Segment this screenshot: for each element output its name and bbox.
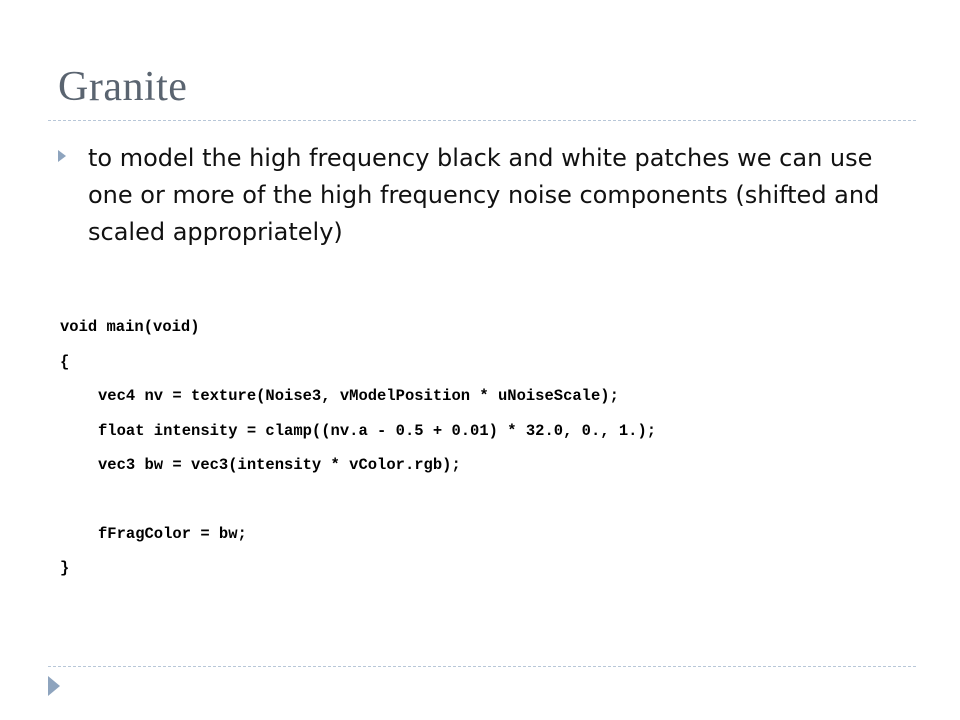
code-line: void main(void) <box>60 318 200 336</box>
bullet-text: to model the high frequency black and wh… <box>88 144 880 246</box>
code-line: float intensity = clamp((nv.a - 0.5 + 0.… <box>98 421 657 440</box>
code-line: { <box>60 352 70 371</box>
code-line: fFragColor = bw; <box>98 524 247 543</box>
slide-title: Granite <box>58 64 188 110</box>
triangle-footer-icon <box>48 676 60 696</box>
title-divider <box>48 120 916 121</box>
code-blank-line <box>60 491 656 525</box>
code-line: } <box>60 559 70 577</box>
code-block: void main(void) { vec4 nv = texture(Nois… <box>60 318 656 594</box>
code-line: vec3 bw = vec3(intensity * vColor.rgb); <box>98 456 461 474</box>
footer-divider <box>48 666 916 667</box>
triangle-bullet-icon <box>58 150 66 162</box>
bullet-item: to model the high frequency black and wh… <box>58 140 888 251</box>
code-line: vec4 nv = texture(Noise3, vModelPosition… <box>98 387 619 405</box>
